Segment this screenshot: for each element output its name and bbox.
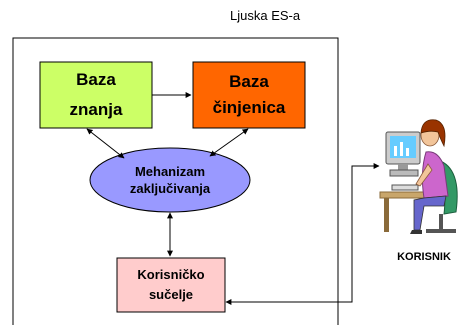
shell-label: Ljuska ES-a bbox=[230, 8, 301, 23]
knowledge-base-box bbox=[39, 61, 153, 129]
facts-base-box bbox=[192, 61, 306, 129]
user-label: KORISNIK bbox=[397, 251, 451, 263]
user-interface-box bbox=[116, 257, 226, 313]
person-at-computer-icon bbox=[379, 119, 458, 234]
arrow-knowledge-engine bbox=[86, 128, 125, 159]
arrow-facts-engine bbox=[209, 128, 249, 157]
inference-engine-ellipse bbox=[89, 147, 251, 213]
arrow-interface-user bbox=[225, 163, 380, 305]
